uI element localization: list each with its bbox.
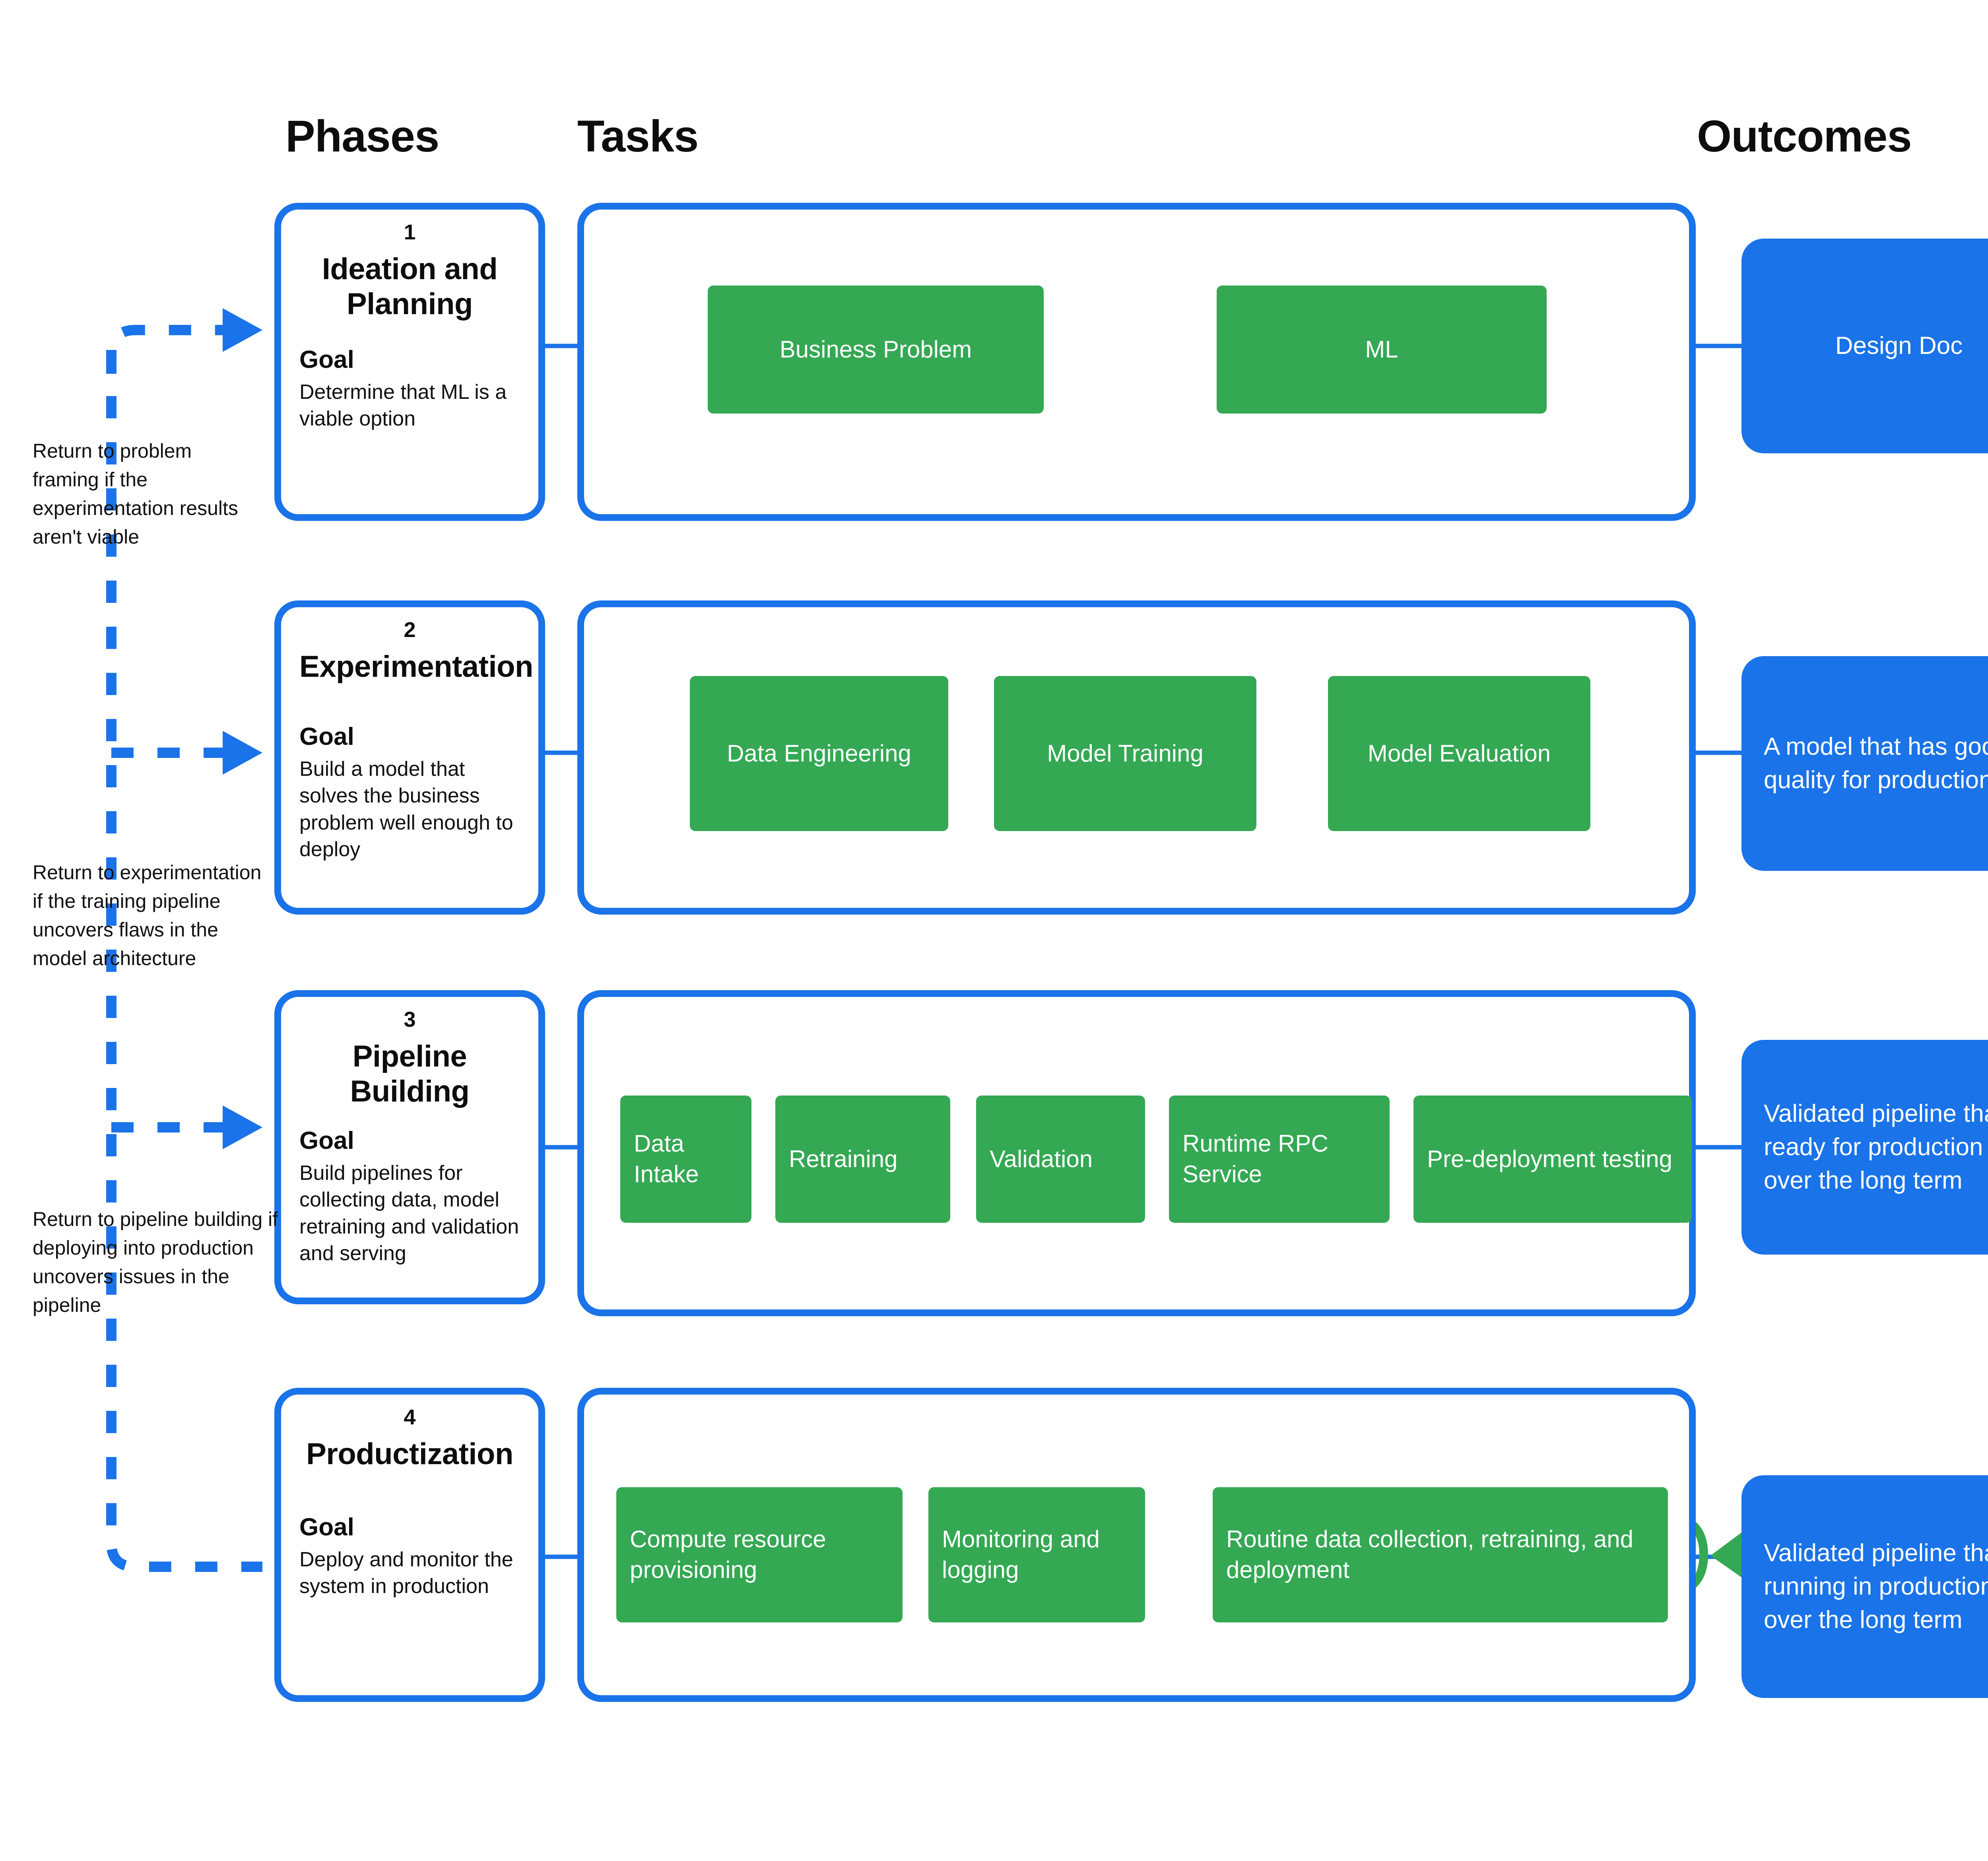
task-chip-model-training[interactable]: Model Training — [994, 676, 1256, 831]
loop-right-arrowhead-phase4 — [1710, 1529, 1746, 1581]
return-note-1: Return to problem framing if the experim… — [33, 440, 238, 548]
phase-number-3: 3 — [404, 1008, 416, 1032]
task-chip-routine-data-collection[interactable]: Routine data collection, retraining, and… — [1213, 1487, 1668, 1622]
phase-number-2: 2 — [404, 618, 416, 642]
task-chip-retraining[interactable]: Retraining — [775, 1096, 950, 1223]
task-chip-data-engineering[interactable]: Data Engineering — [690, 676, 948, 831]
outcome-box-4[interactable]: Validated pipeline that's running in pro… — [1741, 1475, 1988, 1698]
outcome-box-2[interactable]: A model that has good quality for produc… — [1741, 656, 1988, 871]
goal-label-1: Goal — [299, 346, 354, 374]
task-chip-validation[interactable]: Validation — [976, 1096, 1145, 1223]
goal-block-4: Goal Deploy and monitor the system in pr… — [299, 1513, 520, 1600]
phase-card-1[interactable]: 1 Ideation and Planning Goal Determine t… — [274, 203, 545, 521]
task-chip-runtime-rpc-service[interactable]: Runtime RPC Service — [1169, 1096, 1390, 1223]
phase-card-2[interactable]: 2 Experimentation Goal Build a model tha… — [274, 600, 545, 915]
goal-text-4: Deploy and monitor the system in product… — [299, 1548, 513, 1598]
outcome-box-3[interactable]: Validated pipeline that's ready for prod… — [1741, 1040, 1988, 1255]
phase-card-4[interactable]: 4 Productization Goal Deploy and monitor… — [274, 1388, 545, 1702]
phase-number-4: 4 — [404, 1405, 416, 1429]
goal-label-3: Goal — [299, 1127, 354, 1155]
goal-label-4: Goal — [299, 1513, 354, 1541]
goal-text-3: Build pipelines for collecting data, mod… — [299, 1161, 519, 1265]
phase-title-4: Productization — [306, 1437, 513, 1471]
return-arrowhead-phase2 — [223, 731, 262, 775]
goal-label-2: Goal — [299, 723, 354, 751]
phase-card-3[interactable]: 3 Pipeline Building Goal Build pipelines… — [274, 990, 545, 1304]
goal-text-1: Determine that ML is a viable option — [299, 380, 507, 431]
task-chip-data-intake[interactable]: Data Intake — [620, 1096, 751, 1223]
column-header-outcomes: Outcomes — [1697, 111, 1912, 161]
task-chip-ml[interactable]: ML — [1217, 286, 1547, 414]
outcome-box-1[interactable]: Design Doc — [1741, 239, 1988, 453]
phase-title-1: Ideation and Planning — [322, 252, 498, 321]
return-note-3: Return to pipeline building if deploying… — [33, 1208, 278, 1316]
return-note-2: Return to experimentation if the trainin… — [33, 861, 262, 969]
goal-block-3: Goal Build pipelines for collecting data… — [299, 1127, 520, 1267]
phase-title-3: Pipeline Building — [350, 1039, 470, 1109]
return-arrowhead-phase1 — [223, 308, 262, 352]
phase-title-2: Experimentation — [299, 650, 533, 684]
goal-text-2: Build a model that solves the business p… — [299, 757, 513, 861]
task-chip-pre-deployment-testing[interactable]: Pre-deployment testing — [1413, 1096, 1692, 1223]
column-header-phases: Phases — [285, 111, 439, 161]
phase-number-1: 1 — [404, 220, 416, 244]
task-chip-model-evaluation[interactable]: Model Evaluation — [1328, 676, 1590, 831]
goal-block-1: Goal Determine that ML is a viable optio… — [299, 346, 520, 432]
task-chip-monitoring-and-logging[interactable]: Monitoring and logging — [928, 1487, 1145, 1622]
return-arrowhead-phase3 — [223, 1105, 262, 1149]
phase-to-tasks-connectors — [545, 344, 577, 1559]
task-chip-compute-resource-provisioning[interactable]: Compute resource provisioning — [616, 1487, 903, 1622]
tasks-to-outcome-connectors — [1696, 344, 1741, 1559]
return-branch-phase1 — [106, 325, 223, 374]
task-chip-business-problem[interactable]: Business Problem — [708, 286, 1044, 414]
column-header-tasks: Tasks — [577, 111, 699, 161]
goal-block-2: Goal Build a model that solves the busin… — [299, 723, 520, 863]
